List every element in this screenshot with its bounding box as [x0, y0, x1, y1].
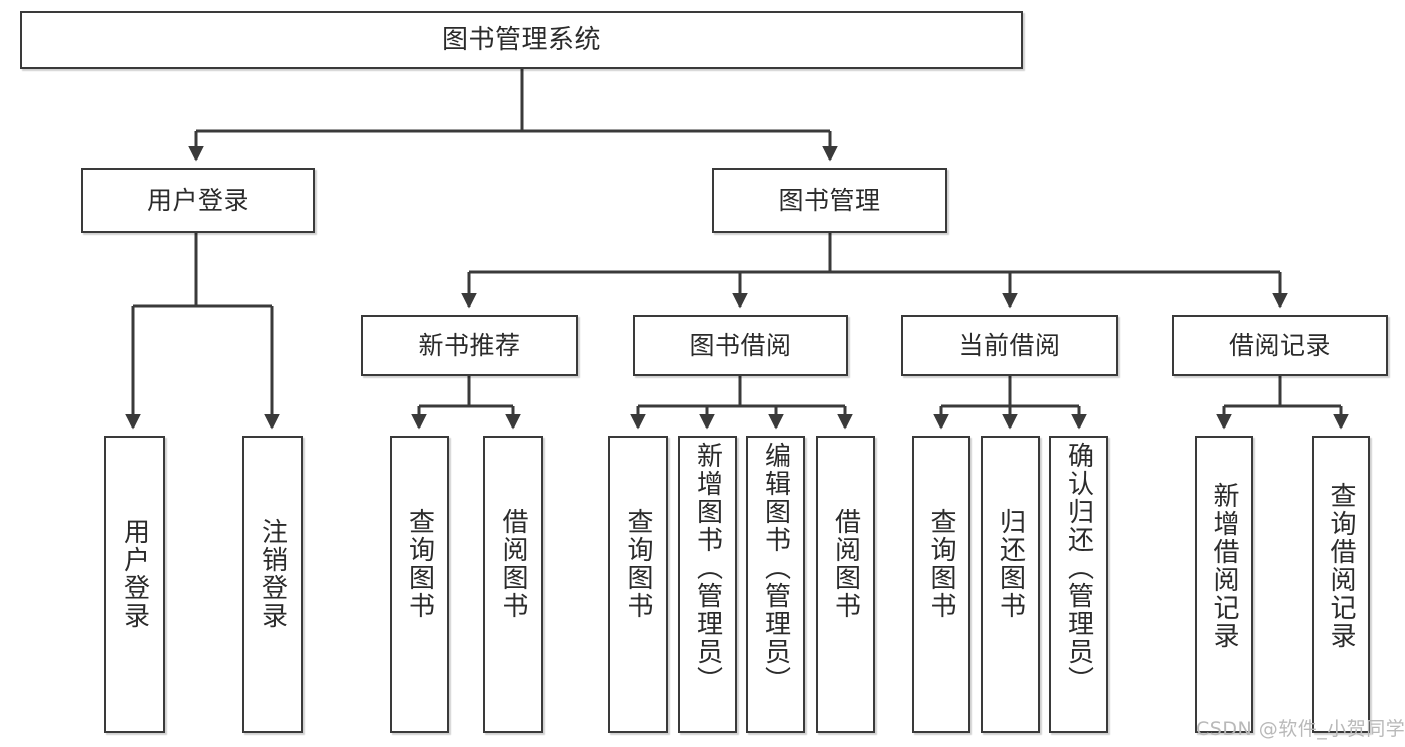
node-book-borrow[interactable]: 图书借阅: [633, 315, 848, 376]
node-new-book-rec[interactable]: 新书推荐: [361, 315, 578, 376]
node-leaf-query-book-3-label: 查询图书: [926, 508, 957, 620]
node-leaf-query-record-label: 查询借阅记录: [1326, 482, 1357, 650]
node-leaf-borrow-book-2-label: 借阅图书: [830, 508, 861, 620]
node-borrow-record-label: 借阅记录: [1228, 330, 1331, 360]
node-root-label: 图书管理系统: [441, 24, 601, 55]
node-leaf-user-login[interactable]: 用户登录: [104, 436, 165, 733]
node-leaf-add-record-label: 新增借阅记录: [1209, 482, 1240, 650]
node-new-book-rec-label: 新书推荐: [418, 330, 521, 360]
node-leaf-query-book-2-label: 查询图书: [623, 508, 654, 620]
csdn-watermark: CSDN @软件_小贺同学: [1196, 718, 1405, 740]
node-leaf-query-record[interactable]: 查询借阅记录: [1312, 436, 1370, 733]
node-book-manage[interactable]: 图书管理: [712, 168, 947, 233]
node-leaf-query-book-2[interactable]: 查询图书: [608, 436, 668, 733]
node-book-manage-label: 图书管理: [778, 185, 881, 215]
node-user-login[interactable]: 用户登录: [81, 168, 315, 233]
node-leaf-return-book[interactable]: 归还图书: [981, 436, 1040, 733]
node-leaf-user-logout[interactable]: 注销登录: [242, 436, 303, 733]
node-leaf-edit-book[interactable]: 编辑图书（管理员）: [746, 436, 805, 733]
node-user-login-label: 用户登录: [146, 185, 249, 215]
node-leaf-borrow-book-2[interactable]: 借阅图书: [816, 436, 875, 733]
node-book-borrow-label: 图书借阅: [689, 330, 792, 360]
node-leaf-add-book-label: 新增图书（管理员）: [692, 442, 723, 694]
node-leaf-query-book-3[interactable]: 查询图书: [912, 436, 970, 733]
node-leaf-add-book[interactable]: 新增图书（管理员）: [678, 436, 737, 733]
node-leaf-confirm-return-label: 确认归还（管理员）: [1063, 442, 1094, 694]
node-leaf-confirm-return[interactable]: 确认归还（管理员）: [1049, 436, 1108, 733]
node-borrow-record[interactable]: 借阅记录: [1172, 315, 1388, 376]
node-current-borrow[interactable]: 当前借阅: [901, 315, 1118, 376]
node-leaf-user-login-label: 用户登录: [119, 518, 150, 630]
node-leaf-borrow-book-1[interactable]: 借阅图书: [483, 436, 543, 733]
node-leaf-add-record[interactable]: 新增借阅记录: [1195, 436, 1253, 733]
node-root[interactable]: 图书管理系统: [20, 11, 1023, 69]
node-leaf-return-book-label: 归还图书: [995, 508, 1026, 620]
node-leaf-edit-book-label: 编辑图书（管理员）: [760, 442, 791, 694]
node-current-borrow-label: 当前借阅: [958, 330, 1061, 360]
node-leaf-query-book-1-label: 查询图书: [404, 508, 435, 620]
node-leaf-user-logout-label: 注销登录: [257, 518, 288, 630]
node-leaf-borrow-book-1-label: 借阅图书: [498, 508, 529, 620]
node-leaf-query-book-1[interactable]: 查询图书: [390, 436, 449, 733]
